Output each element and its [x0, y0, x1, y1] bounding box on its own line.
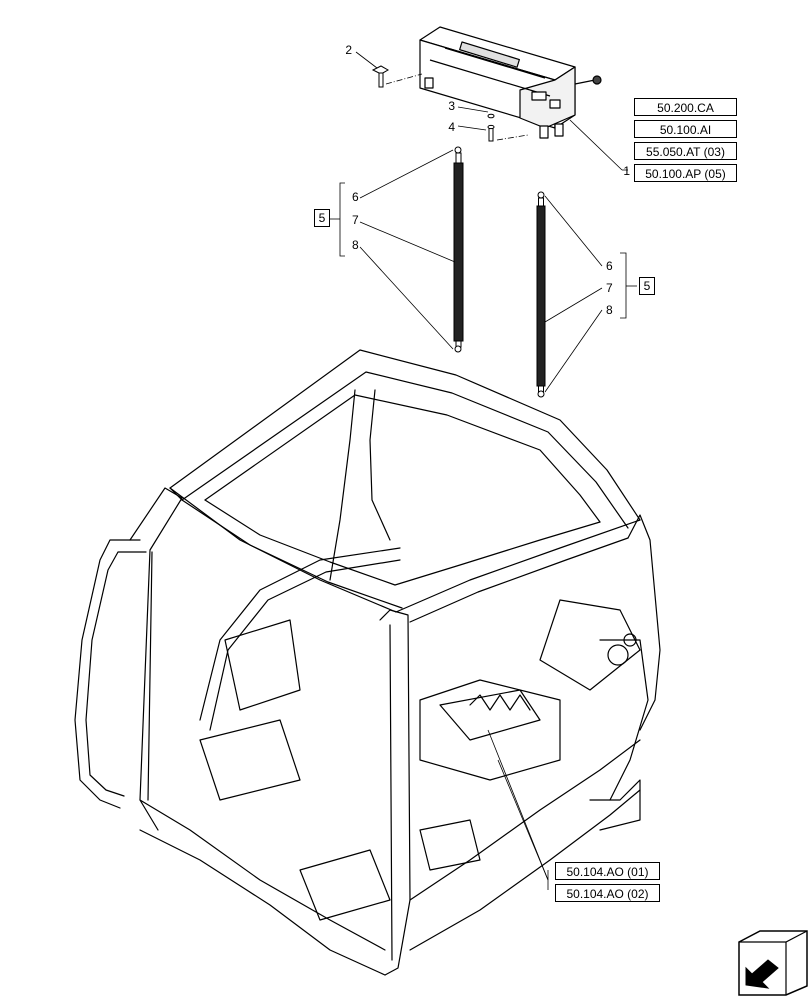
cab-frame-drawing — [74, 349, 661, 976]
kit-5-left-box: 5 — [314, 209, 330, 227]
strut-leader-lines — [330, 149, 637, 890]
ref-label: 50.104.AO (01) — [566, 865, 649, 879]
ref-label: 50.100.AI — [659, 123, 712, 137]
callout-numbers: 2 3 4 1 6 7 8 6 7 8 — [345, 43, 630, 317]
washer-3-drawing — [487, 113, 495, 119]
arrow-back-icon-svg — [738, 930, 808, 996]
callout-8-right: 8 — [606, 303, 613, 317]
ref-link-50-100-ap-05[interactable]: 50.100.AP (05) — [634, 164, 737, 182]
ref-label: 50.104.AO (02) — [566, 887, 649, 901]
gas-strut-right — [536, 191, 546, 398]
ref-link-50-104-ao-01[interactable]: 50.104.AO (01) — [555, 862, 660, 880]
screw-4-drawing — [487, 124, 495, 142]
callout-6-right: 6 — [606, 259, 613, 273]
leader-lines — [355, 51, 628, 171]
ref-label: 50.100.AP (05) — [645, 167, 726, 181]
callout-6-left: 6 — [352, 190, 359, 204]
arrow-back-icon[interactable] — [738, 930, 808, 996]
kit-5-right-label: 5 — [643, 279, 651, 293]
kit-5-left-label: 5 — [318, 211, 326, 225]
callout-4: 4 — [448, 120, 455, 134]
ref-label: 50.200.CA — [657, 101, 714, 115]
callout-1: 1 — [623, 164, 630, 178]
screw-2-drawing — [371, 65, 390, 88]
ref-link-50-104-ao-02[interactable]: 50.104.AO (02) — [555, 884, 660, 902]
ref-link-55-050-at-03[interactable]: 55.050.AT (03) — [634, 142, 737, 160]
ref-link-50-200-ca[interactable]: 50.200.CA — [634, 98, 737, 116]
ref-link-50-100-ai[interactable]: 50.100.AI — [634, 120, 737, 138]
kit-5-right-box: 5 — [639, 277, 655, 295]
callout-7-left: 7 — [352, 213, 359, 227]
callout-2: 2 — [345, 43, 352, 57]
control-unit-drawing — [419, 26, 602, 139]
gas-strut-left — [453, 146, 464, 353]
callout-8-left: 8 — [352, 238, 359, 252]
callout-7-right: 7 — [606, 281, 613, 295]
callout-3: 3 — [448, 99, 455, 113]
ref-label: 55.050.AT (03) — [646, 145, 725, 159]
